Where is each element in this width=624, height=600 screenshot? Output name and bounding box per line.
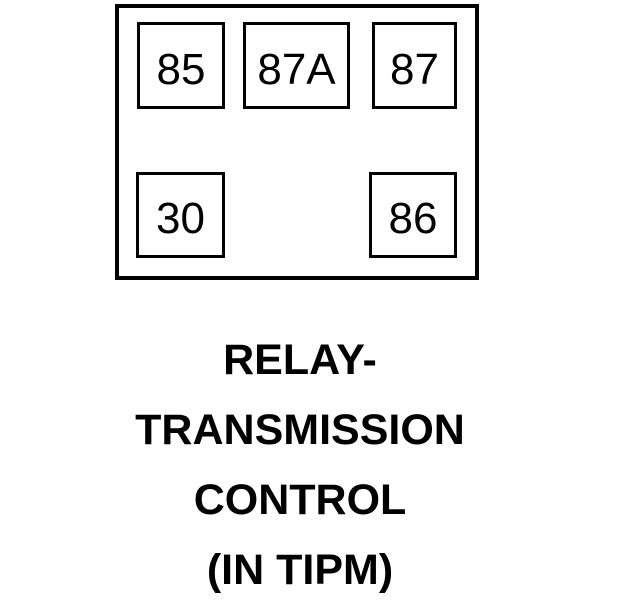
- pin-terminal-87a: 87A: [243, 22, 350, 109]
- relay-body-outline: 85 87A 87 30 86: [115, 4, 479, 280]
- pin-terminal-85: 85: [137, 22, 225, 109]
- caption-line-1: RELAY-: [223, 336, 377, 384]
- pin-label-30: 30: [156, 194, 205, 243]
- pin-terminal-87: 87: [372, 22, 457, 109]
- diagram-caption: RELAY- TRANSMISSION CONTROL (IN TIPM): [0, 325, 600, 600]
- pin-terminal-86: 86: [369, 172, 457, 258]
- pin-terminal-30: 30: [136, 172, 225, 258]
- pin-label-87a: 87A: [257, 44, 336, 94]
- caption-line-4: (IN TIPM): [206, 546, 394, 594]
- pin-label-85: 85: [156, 44, 206, 94]
- pin-label-87: 87: [390, 44, 439, 94]
- pin-label-86: 86: [388, 194, 438, 243]
- caption-line-3: CONTROL: [193, 476, 407, 524]
- caption-line-2: TRANSMISSION: [135, 406, 465, 454]
